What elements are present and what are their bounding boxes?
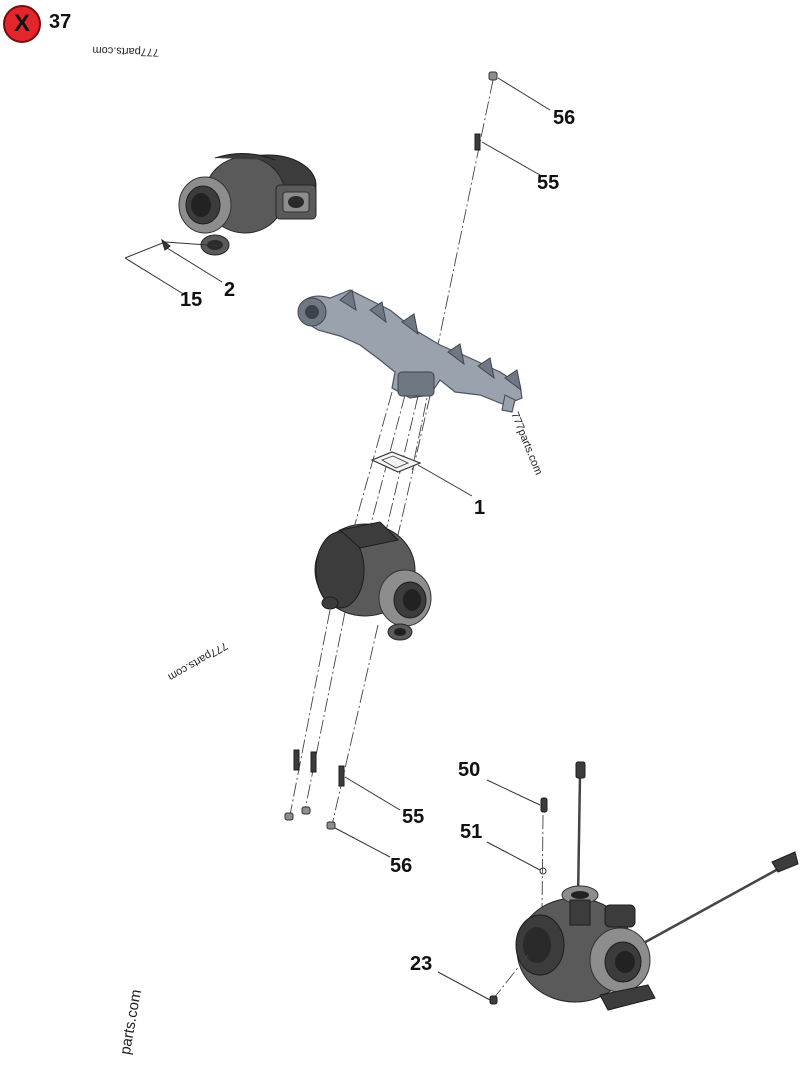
clip-part-2 <box>161 238 171 251</box>
watermark-middle: 777parts.com <box>508 410 544 476</box>
callout-50: 50 <box>458 759 480 781</box>
callout-55-top: 55 <box>537 172 559 194</box>
lower-turbocharger <box>515 761 799 1011</box>
watermark-left: 777parts.com <box>166 639 230 683</box>
stud-top <box>474 133 481 151</box>
stud-lower-1 <box>293 749 300 771</box>
leader-51 <box>486 841 541 871</box>
leader-15 <box>124 257 186 296</box>
leader-55-bottom <box>344 776 401 811</box>
leader-50 <box>486 779 541 806</box>
stud-line-lower-2 <box>304 611 346 811</box>
close-icon[interactable]: X <box>3 5 41 43</box>
callout-23: 23 <box>410 953 432 975</box>
nut-lower-1 <box>284 812 294 821</box>
stud-line-lower-1 <box>289 609 331 816</box>
callout-1: 1 <box>474 497 485 519</box>
stud-line-1 <box>351 391 393 536</box>
sensor-part-50 <box>540 797 548 813</box>
sensor-alignment-line <box>541 814 544 916</box>
leader-2 <box>166 247 223 283</box>
upper-turbocharger <box>178 153 317 256</box>
stud-lower-3 <box>338 765 345 787</box>
nut-top <box>488 71 498 81</box>
gasket-part-1 <box>370 451 422 473</box>
part-23-alignment-line <box>493 954 529 999</box>
leader-56-top <box>497 77 551 111</box>
leader-23 <box>437 971 491 1001</box>
bolt-part-23 <box>489 995 498 1005</box>
stud-line-lower-3 <box>331 624 379 826</box>
watermark-bottom: parts.com <box>117 988 145 1056</box>
leader-56-bottom <box>334 827 391 858</box>
leader-1 <box>417 464 473 497</box>
nut-lower-3 <box>326 821 336 830</box>
callout-15: 15 <box>180 289 202 311</box>
callout-55-bottom: 55 <box>402 806 424 828</box>
exhaust-manifold <box>297 289 523 413</box>
callout-2: 2 <box>224 279 235 301</box>
callout-51: 51 <box>460 821 482 843</box>
stud-alignment-line-top <box>411 79 494 471</box>
diagram-number: 37 <box>49 11 72 33</box>
nut-lower-2 <box>301 806 311 815</box>
close-badge[interactable]: X <box>3 4 43 44</box>
callout-56-bottom: 56 <box>390 855 412 877</box>
stud-lower-2 <box>310 751 317 773</box>
middle-turbocharger <box>314 521 432 641</box>
watermark-top-left: 777parts.com <box>92 44 159 58</box>
callout-56-top: 56 <box>553 107 575 129</box>
washer-part-51 <box>539 867 547 875</box>
leader-55-top <box>481 141 541 176</box>
